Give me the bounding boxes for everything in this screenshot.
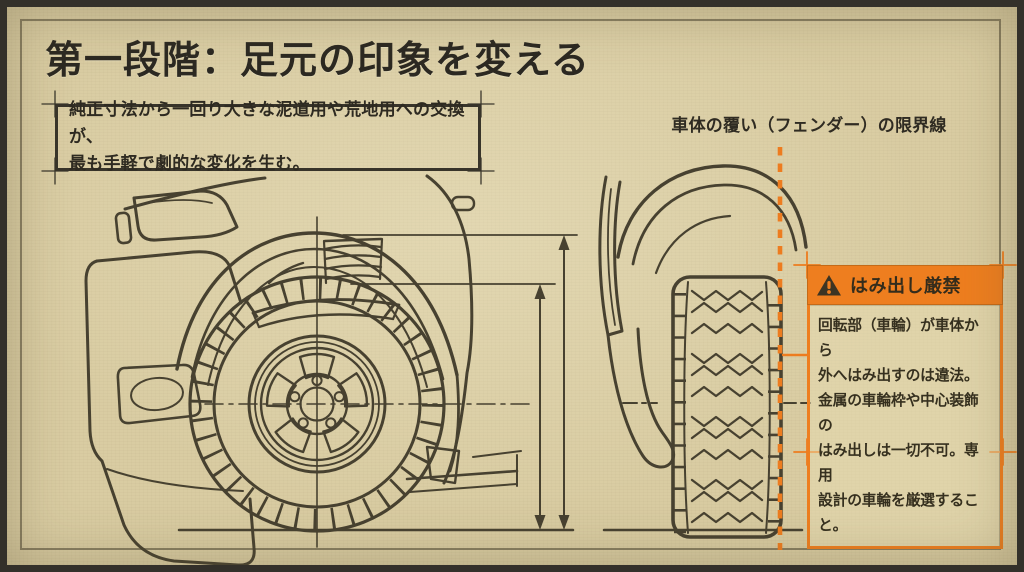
wheel-rim [247,334,387,474]
warning-body-text: 回転部（車輪）が車体から 外へはみ出すのは違法。 金属の車輪枠や中心装飾の はみ… [807,305,1003,549]
warning-title: はみ出し厳禁 [850,276,961,297]
offroad-tire [188,275,446,533]
front-view-tire [671,275,783,539]
mud-flap [425,445,461,485]
truck-side-view [84,174,578,565]
intro-box: 純正寸法から一回り大きな泥道用や荒地用への交換が、 最も手軽で劇的な変化を生む。 [55,100,481,174]
warning-box: はみ出し厳禁 回転部（車輪）が車体から 外へはみ出すのは違法。 金属の車輪枠や中… [807,265,1003,549]
technical-drawing [41,90,1017,565]
door-handle [450,195,476,212]
headlight [132,189,239,242]
fender-cross-section [598,164,811,532]
page-title: 第一段階：足元の印象を変える [45,38,590,82]
intro-text: 純正寸法から一回り大きな泥道用や荒地用への交換が、 最も手軽で劇的な変化を生む。 [69,100,465,174]
marker-lamp [114,211,133,245]
warning-header: はみ出し厳禁 [807,265,1003,305]
fog-lamp [130,376,184,412]
warning-triangle-icon [817,274,841,295]
dimension-lines [342,234,578,530]
fender-limit-label: 車体の覆い（フェンダー）の限界線 [671,116,947,136]
